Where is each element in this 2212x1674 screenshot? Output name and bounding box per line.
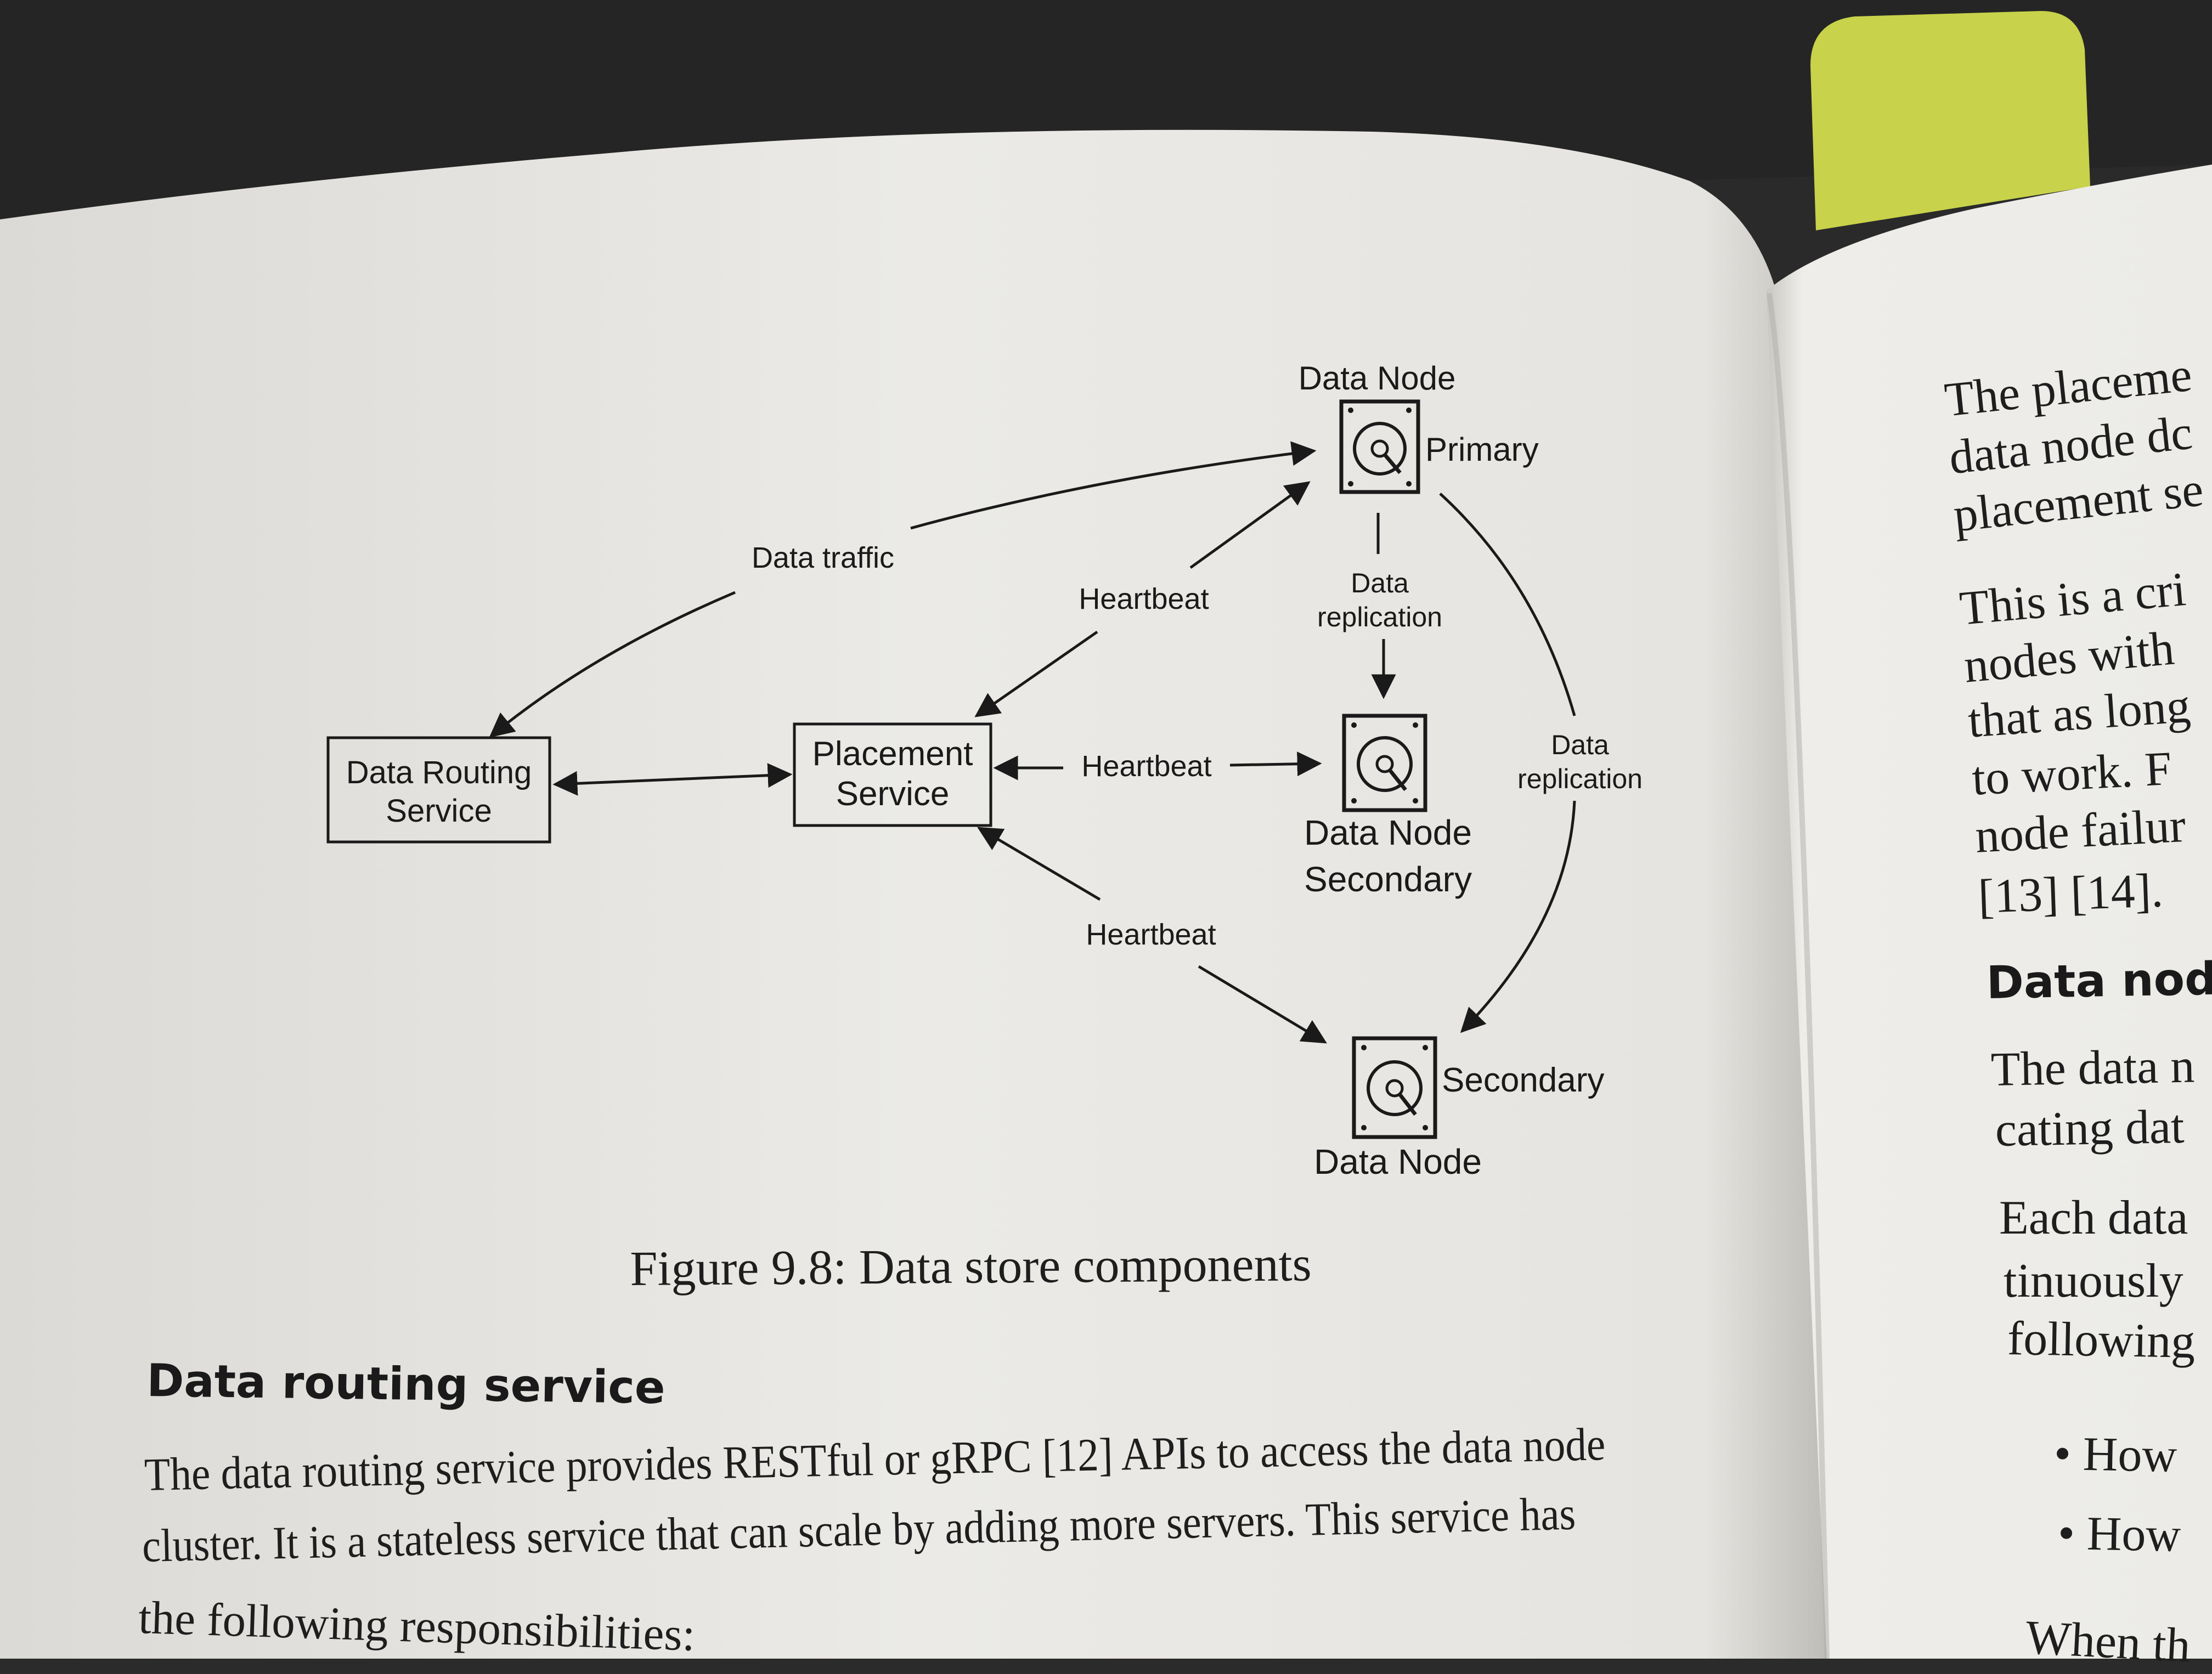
primary-node-title: Data Node [1299,360,1456,397]
hard-disk-icon-primary [1339,399,1420,494]
secondary-node-2-role: Secondary [1442,1061,1604,1099]
replication-label-2-line2: replication [1517,764,1643,794]
data-traffic-arrow-to-primary [910,441,1317,530]
data-traffic-label: Data traffic [752,541,894,574]
right-page-line-13: Each data [1999,1191,2188,1245]
heartbeat-primary-arrow [1189,481,1311,569]
data-traffic-arrow-to-routing [489,591,736,738]
hard-disk-icon-secondary-1 [1342,714,1427,812]
right-page-heading: Data node [1986,952,2212,1009]
secondary-node-1-role: Secondary [1304,859,1472,899]
replication-curve-lower [1460,800,1576,1033]
right-page-line-11: The data n [1990,1039,2196,1096]
data-routing-service-label-line2: Service [386,793,492,829]
right-page-line-12: cating dat [1995,1100,2185,1157]
right-page-bullet-2: • How [2057,1506,2181,1562]
replication-label-1-line2: replication [1317,602,1442,632]
data-routing-service-label-line1: Data Routing [346,755,532,790]
heartbeat-secondary2-label: Heartbeat [1086,918,1216,951]
replication-label-1-line1: Data [1351,568,1409,598]
heartbeat-secondary2-arrow [1198,965,1327,1044]
heartbeat-secondary-right-arrow [1229,751,1322,777]
primary-node-role: Primary [1425,431,1539,468]
section-heading: Data routing service [146,1355,666,1415]
heartbeat-secondary-label: Heartbeat [1081,750,1211,783]
right-page [1767,165,2212,1659]
secondary-node-2-title: Data Node [1314,1142,1482,1181]
heartbeat-primary-label: Heartbeat [1079,582,1209,615]
left-page [0,129,1832,1659]
right-page-line-8: node failur [1974,799,2187,863]
right-page-line-9: [13] [14]. [1977,864,2164,924]
heartbeat-secondary2-return-arrow [977,827,1101,901]
secondary-node-1-title: Data Node [1304,813,1472,852]
right-page-line-14: tinuously [2004,1254,2183,1308]
heartbeat-primary-return-arrow [974,630,1098,717]
data-routing-service-box [326,736,551,844]
replication-curve-upper [1439,493,1576,716]
right-page-line-15: following [2007,1311,2196,1368]
right-page-line-18: When th [2024,1610,2192,1673]
bookmark-tab [1810,11,2090,230]
placement-service-label-line2: Service [836,775,950,813]
figure-caption: Figure 9.8: Data store components [630,1237,1312,1296]
routing-placement-link [552,763,793,796]
replication-label-2-line1: Data [1551,729,1609,760]
right-page-bullet-1: • How [2053,1427,2177,1483]
placement-service-box [793,722,992,827]
right-page-line-7: to work. F [1971,742,2173,806]
placement-service-label-line1: Placement [812,735,973,773]
hard-disk-icon-secondary-2 [1352,1036,1437,1139]
